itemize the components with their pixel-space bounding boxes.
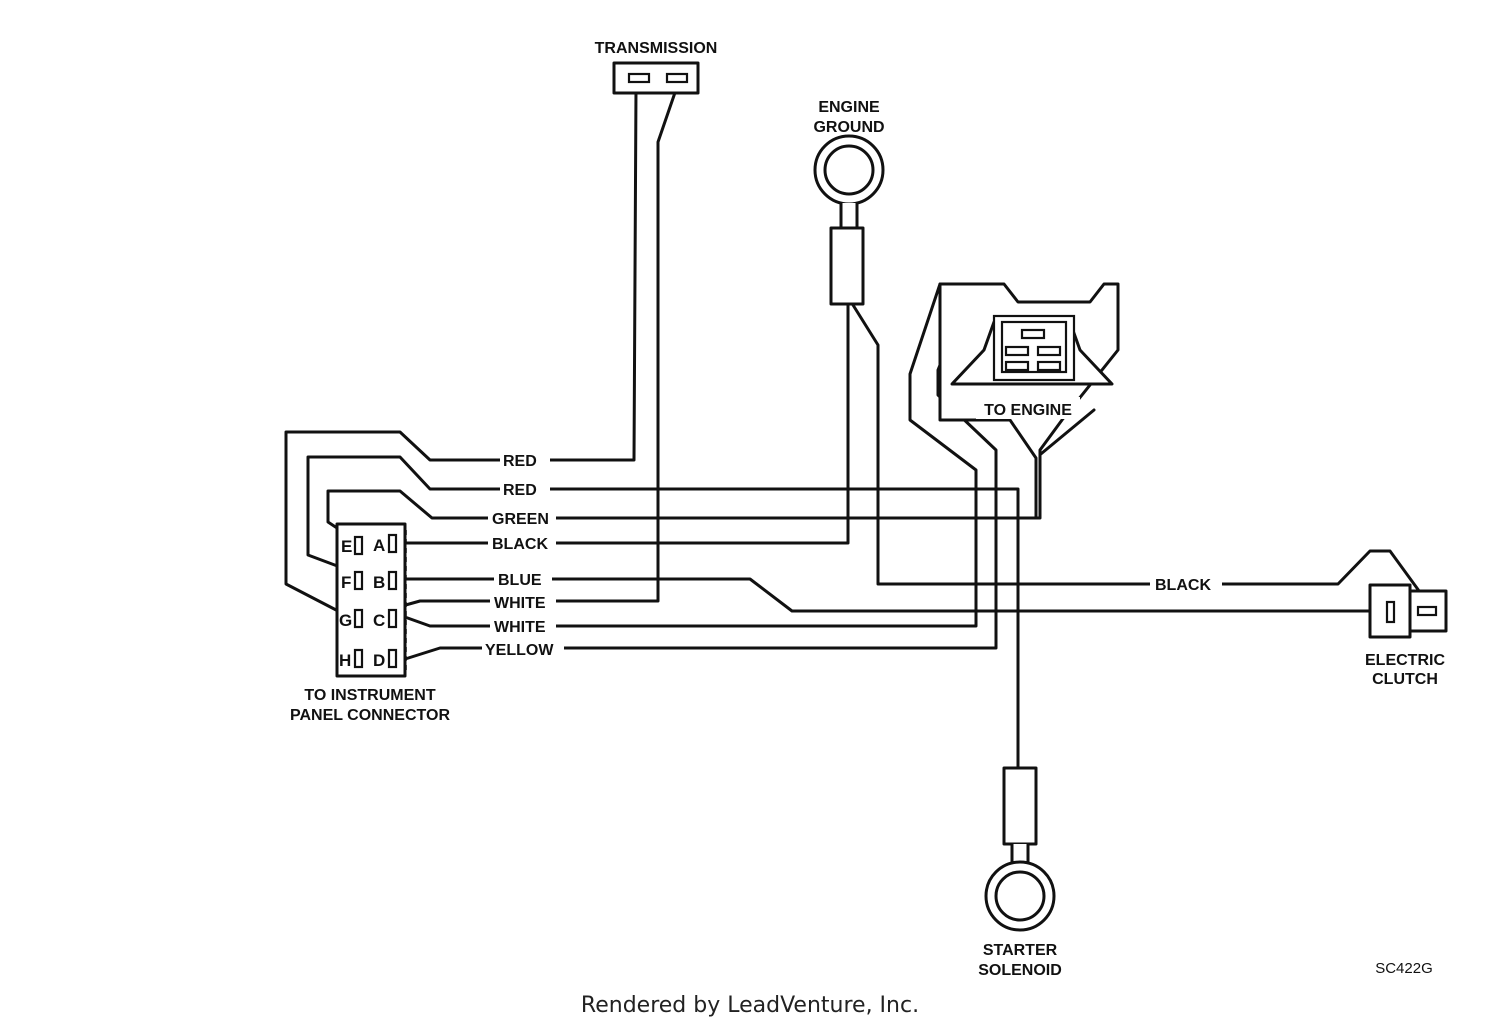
engine-ground-terminal	[813, 134, 885, 306]
label-red-2: RED	[503, 482, 537, 499]
wire-blue	[400, 577, 1394, 613]
transmission-label: TRANSMISSION	[595, 40, 718, 57]
wire-black-clutch	[851, 303, 1432, 608]
label-white-1: WHITE	[494, 595, 546, 612]
to-engine-label: TO ENGINE	[984, 402, 1072, 419]
diagram-code: SC422G	[1375, 960, 1433, 977]
label-red-1: RED	[503, 453, 537, 470]
wire-red-2	[306, 455, 1020, 772]
wire-white-1	[400, 76, 682, 608]
label-black-clutch: BLACK	[1155, 577, 1211, 594]
label-blue: BLUE	[498, 572, 542, 589]
starter-solenoid-label-line2: SOLENOID	[978, 962, 1062, 979]
wire-labels: RED RED GREEN BLACK BLUE WHITE WHITE YEL…	[482, 450, 1222, 659]
starter-solenoid-label-line1: STARTER	[983, 942, 1058, 959]
electric-clutch-connector	[1368, 583, 1448, 639]
pin-h: H	[339, 651, 351, 670]
engine-ground-label-line2: GROUND	[813, 119, 884, 136]
transmission-connector	[612, 61, 700, 95]
starter-solenoid-terminal	[984, 766, 1056, 932]
label-white-2: WHITE	[494, 619, 546, 636]
component-labels: TRANSMISSION ENGINE GROUND TO ENGINE ELE…	[290, 40, 1445, 979]
pin-d: D	[373, 651, 385, 670]
pin-a: A	[373, 536, 385, 555]
label-yellow: YELLOW	[485, 642, 554, 659]
pin-f: F	[341, 573, 351, 592]
pin-g: G	[339, 611, 352, 630]
footer-credit: Rendered by LeadVenture, Inc.	[580, 993, 920, 1018]
instrument-panel-label-line2: PANEL CONNECTOR	[290, 707, 450, 724]
connector-pin-labels: E F G H A B C D	[339, 536, 385, 670]
pin-e: E	[341, 537, 352, 556]
wire-red-1	[284, 86, 638, 614]
engine-ground-label-line1: ENGINE	[818, 99, 880, 116]
label-green: GREEN	[492, 511, 549, 528]
pin-b: B	[373, 573, 385, 592]
wire-green	[326, 408, 1096, 532]
instrument-panel-connector	[335, 522, 407, 678]
engine-connector	[938, 282, 1120, 520]
electric-clutch-label-line2: CLUTCH	[1372, 671, 1438, 688]
wire-black	[400, 303, 850, 545]
pin-c: C	[373, 611, 385, 630]
instrument-panel-label-line1: TO INSTRUMENT	[304, 687, 435, 704]
label-black: BLACK	[492, 536, 548, 553]
electric-clutch-label-line1: ELECTRIC	[1365, 652, 1445, 669]
